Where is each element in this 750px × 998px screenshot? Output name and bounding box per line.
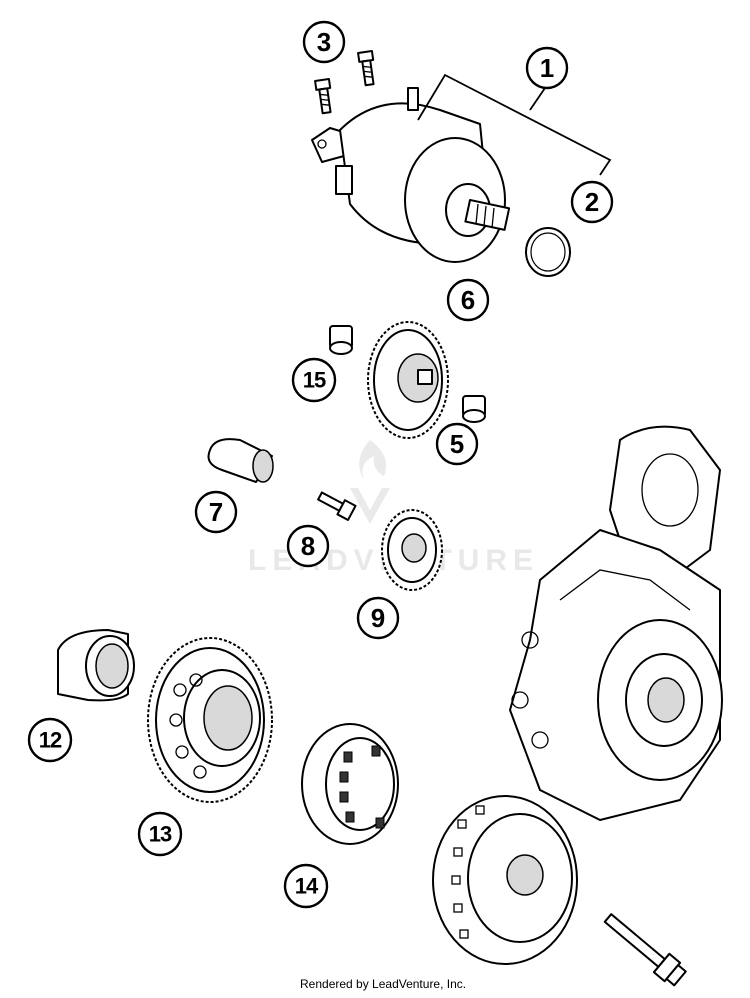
footer-credit: Rendered by LeadVenture, Inc. <box>300 977 466 991</box>
svg-text:15: 15 <box>303 368 326 393</box>
svg-text:13: 13 <box>149 822 172 847</box>
freewheel <box>301 723 399 845</box>
rotor-bolt <box>603 913 687 987</box>
svg-text:1: 1 <box>540 53 554 83</box>
bushing-15 <box>329 325 353 355</box>
leader-bracket <box>417 73 612 176</box>
callout-8: 8 <box>286 524 330 568</box>
callout-12: 12 <box>27 717 73 763</box>
callout-2: 2 <box>570 180 614 224</box>
starter-motor <box>311 87 511 263</box>
callout-15: 15 <box>291 357 337 403</box>
svg-text:7: 7 <box>209 497 223 527</box>
callout-6: 6 <box>446 278 490 322</box>
svg-text:3: 3 <box>317 27 331 57</box>
svg-text:8: 8 <box>301 531 315 561</box>
callout-7: 7 <box>194 490 238 534</box>
svg-text:12: 12 <box>39 728 62 753</box>
bolt-8 <box>317 491 357 521</box>
callout-1: 1 <box>525 46 569 90</box>
intermediate-gear <box>367 321 449 439</box>
callout-13: 13 <box>137 811 183 857</box>
ignition-cover <box>509 425 723 821</box>
callout-9: 9 <box>356 596 400 640</box>
intermediate-shaft <box>207 438 274 483</box>
svg-text:5: 5 <box>450 429 464 459</box>
starter-bolts <box>314 50 375 115</box>
svg-text:6: 6 <box>461 285 475 315</box>
svg-text:9: 9 <box>371 603 385 633</box>
callout-3: 3 <box>302 20 346 64</box>
svg-text:14: 14 <box>295 874 319 899</box>
svg-text:2: 2 <box>585 187 599 217</box>
o-ring <box>525 227 571 277</box>
starter-gear <box>147 637 273 803</box>
callout-5: 5 <box>435 422 479 466</box>
torque-limiter-gear <box>381 509 443 591</box>
callout-14: 14 <box>283 863 329 909</box>
rotor <box>432 795 578 965</box>
bushing-5 <box>462 395 486 423</box>
needle-bearing <box>57 629 135 702</box>
